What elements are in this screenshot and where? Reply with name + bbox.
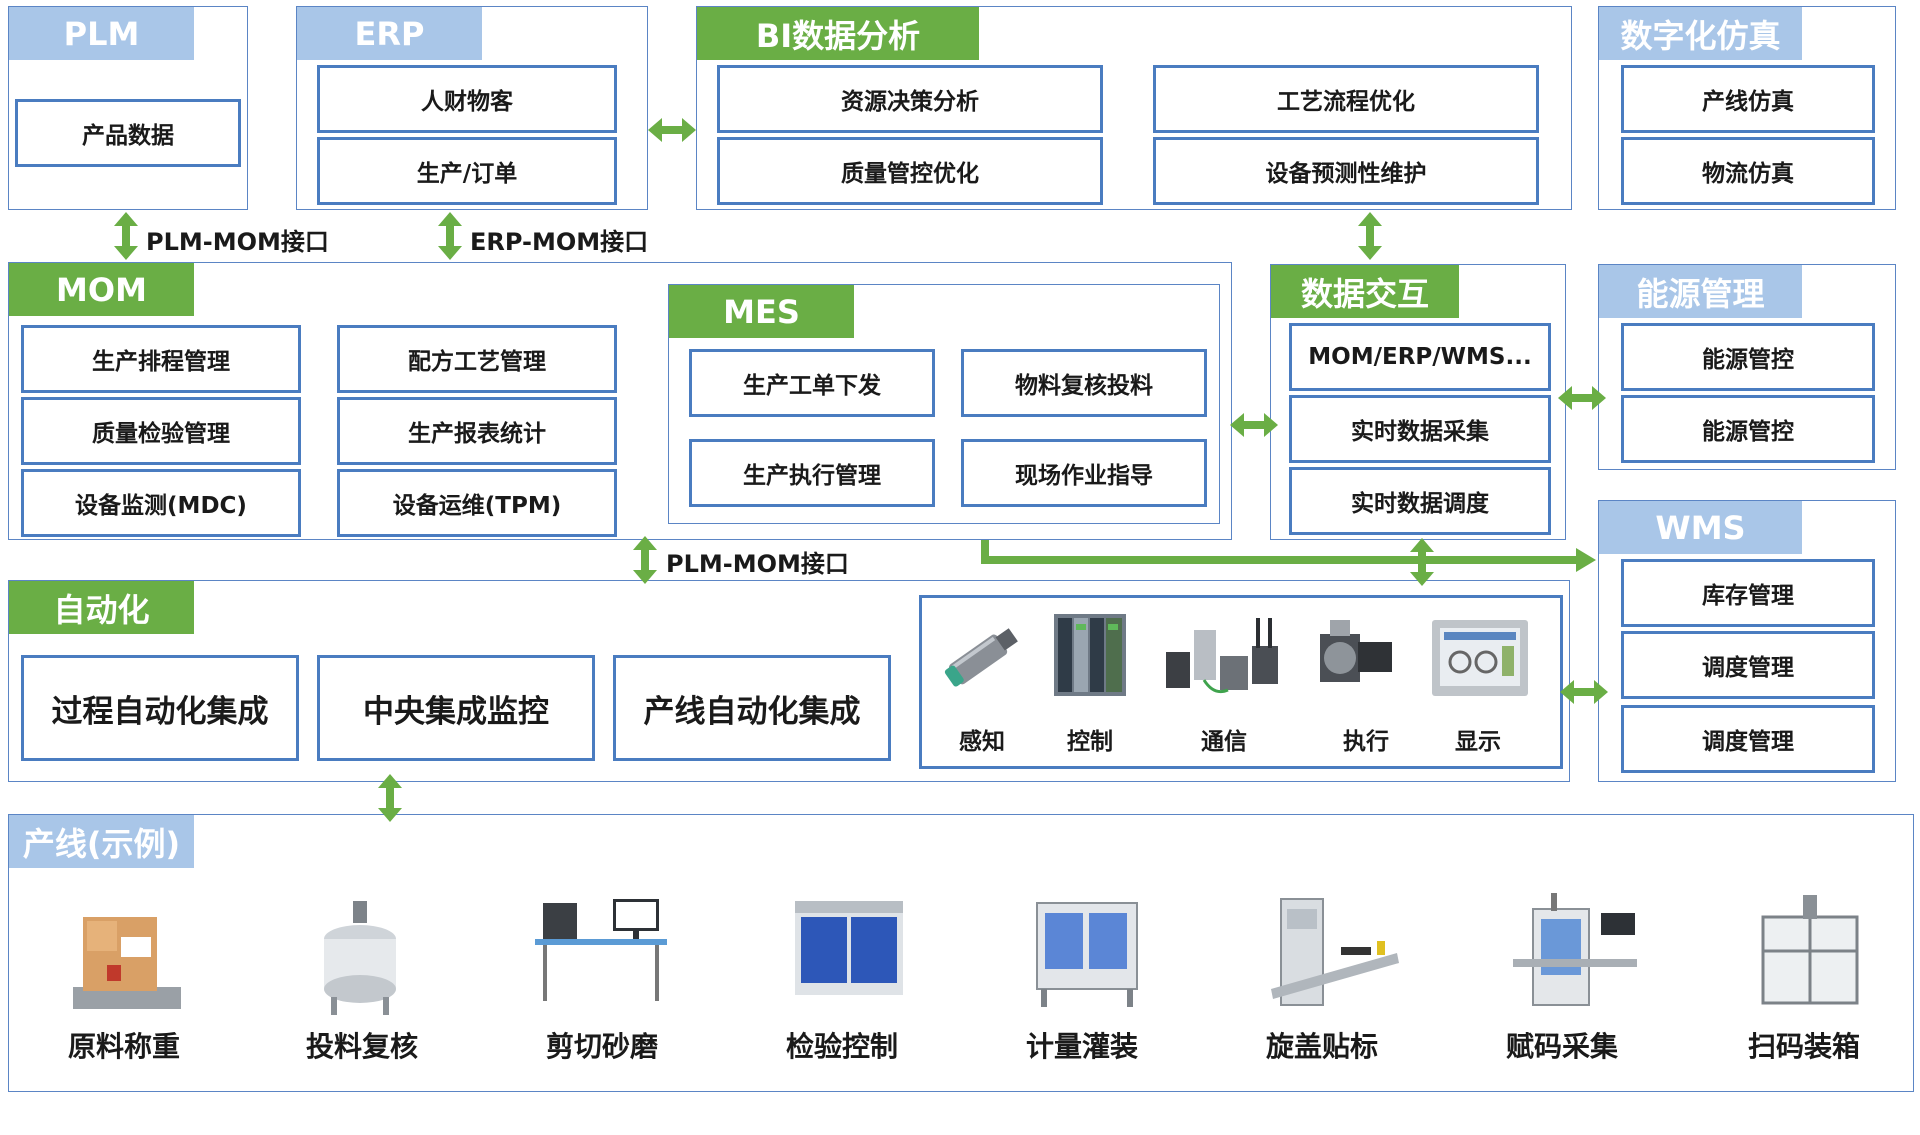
station-label-inspection: 检验控制 — [785, 1030, 898, 1063]
inspection-machine-icon — [795, 901, 903, 995]
exchange-energy-arrow — [1558, 386, 1606, 410]
erp-item-production-order[interactable]: 生产/订单 — [317, 137, 617, 205]
mom-automation-interface-label: PLM-MOM接口 — [666, 550, 849, 578]
bi-panel: BI数据分析 资源决策分析 工艺流程优化 质量管控优化 设备预测性维护 — [696, 6, 1572, 210]
network-switch-icon — [1166, 618, 1278, 694]
energy-item-control-1[interactable]: 能源管控 — [1621, 323, 1875, 391]
station-label-feeding: 投料复核 — [305, 1030, 418, 1063]
data-exchange-header: 数据交互 — [1271, 265, 1459, 318]
packing-machine-icon — [1761, 895, 1859, 1005]
erp-mom-interface-label: ERP-MOM接口 — [470, 228, 649, 256]
automation-header: 自动化 — [9, 581, 194, 634]
production-line-header: 产线(示例) — [9, 815, 194, 868]
mom-automation-arrow — [633, 536, 657, 584]
mes-exchange-arrow — [1230, 413, 1278, 437]
wms-item-scheduling-1[interactable]: 调度管理 — [1621, 631, 1875, 699]
erp-mom-arrow — [438, 212, 462, 260]
production-line-panel: 产线(示例) — [8, 814, 1914, 1092]
bi-header: BI数据分析 — [697, 7, 979, 60]
mes-item-work-guidance[interactable]: 现场作业指导 — [961, 439, 1207, 507]
station-label-packing: 扫码装箱 — [1747, 1030, 1860, 1063]
device-group: 感知 控制 通信 执行 显示 — [919, 595, 1563, 769]
plc-icon — [1054, 614, 1126, 696]
station-label-shearing: 剪切砂磨 — [545, 1030, 658, 1063]
device-label-sensing: 感知 — [959, 729, 1005, 755]
bi-exchange-arrow — [1358, 212, 1382, 260]
automation-line-arrow — [378, 774, 402, 822]
bi-item-quality-control[interactable]: 质量管控优化 — [717, 137, 1103, 205]
device-label-execution: 执行 — [1343, 729, 1389, 755]
simulation-panel: 数字化仿真 产线仿真 物流仿真 — [1598, 6, 1896, 210]
plm-header: PLM — [9, 7, 194, 60]
hmi-display-icon — [1432, 620, 1528, 696]
device-label-control: 控制 — [1067, 729, 1113, 755]
station-label-coding: 赋码采集 — [1505, 1030, 1618, 1063]
capping-labeling-icon — [1271, 898, 1399, 1006]
station-label-weighing: 原料称重 — [67, 1030, 180, 1063]
mes-header: MES — [669, 285, 854, 338]
exchange-item-systems[interactable]: MOM/ERP/WMS... — [1289, 323, 1551, 391]
mom-item-equipment-maintenance[interactable]: 设备运维(TPM) — [337, 469, 617, 537]
mom-header: MOM — [9, 263, 194, 316]
inspection-desk-icon — [535, 899, 667, 1001]
plm-mom-interface-label: PLM-MOM接口 — [146, 228, 329, 256]
wms-panel: WMS 库存管理 调度管理 调度管理 — [1598, 500, 1896, 782]
device-label-display: 显示 — [1455, 729, 1501, 755]
automation-item-line[interactable]: 产线自动化集成 — [613, 655, 891, 761]
station-label-filling: 计量灌装 — [1025, 1030, 1138, 1063]
sim-item-line-simulation[interactable]: 产线仿真 — [1621, 65, 1875, 133]
wms-header: WMS — [1599, 501, 1802, 554]
automation-item-central-monitoring[interactable]: 中央集成监控 — [317, 655, 595, 761]
sensor-icon — [944, 628, 1018, 687]
wms-item-scheduling-2[interactable]: 调度管理 — [1621, 705, 1875, 773]
automation-item-process[interactable]: 过程自动化集成 — [21, 655, 299, 761]
bi-item-process-optimization[interactable]: 工艺流程优化 — [1153, 65, 1539, 133]
mom-item-quality-inspection[interactable]: 质量检验管理 — [21, 397, 301, 465]
feeding-reactor-icon — [324, 901, 396, 1015]
energy-header: 能源管理 — [1599, 265, 1802, 318]
station-label-capping: 旋盖贴标 — [1265, 1030, 1378, 1063]
mom-item-equipment-monitoring[interactable]: 设备监测(MDC) — [21, 469, 301, 537]
exchange-item-realtime-collection[interactable]: 实时数据采集 — [1289, 395, 1551, 463]
erp-header: ERP — [297, 7, 482, 60]
mom-item-production-report[interactable]: 生产报表统计 — [337, 397, 617, 465]
data-exchange-panel: 数据交互 MOM/ERP/WMS... 实时数据采集 实时数据调度 — [1270, 264, 1566, 540]
mes-panel: MES 生产工单下发 物料复核投料 生产执行管理 现场作业指导 — [668, 284, 1220, 524]
mom-item-scheduling[interactable]: 生产排程管理 — [21, 325, 301, 393]
mom-item-recipe-process[interactable]: 配方工艺管理 — [337, 325, 617, 393]
energy-item-control-2[interactable]: 能源管控 — [1621, 395, 1875, 463]
coding-collection-icon — [1513, 893, 1637, 1006]
motor-icon — [1320, 620, 1392, 682]
mes-item-work-order[interactable]: 生产工单下发 — [689, 349, 935, 417]
erp-panel: ERP 人财物客 生产/订单 — [296, 6, 648, 210]
automation-wms-arrow — [1560, 680, 1608, 704]
erp-bi-arrow — [648, 118, 696, 142]
wms-item-inventory[interactable]: 库存管理 — [1621, 559, 1875, 627]
plm-mom-arrow — [114, 212, 138, 260]
bi-item-predictive-maintenance[interactable]: 设备预测性维护 — [1153, 137, 1539, 205]
weighing-station-icon — [73, 917, 181, 1009]
sim-item-logistics-simulation[interactable]: 物流仿真 — [1621, 137, 1875, 205]
plm-item-product-data[interactable]: 产品数据 — [15, 99, 241, 167]
mes-item-material-check[interactable]: 物料复核投料 — [961, 349, 1207, 417]
filling-machine-icon — [1036, 902, 1138, 1007]
mes-item-execution[interactable]: 生产执行管理 — [689, 439, 935, 507]
simulation-header: 数字化仿真 — [1599, 7, 1802, 60]
exchange-item-realtime-dispatch[interactable]: 实时数据调度 — [1289, 467, 1551, 535]
bi-item-resource-decision[interactable]: 资源决策分析 — [717, 65, 1103, 133]
erp-item-people-finance[interactable]: 人财物客 — [317, 65, 617, 133]
automation-panel: 自动化 过程自动化集成 中央集成监控 产线自动化集成 — [8, 580, 1570, 782]
device-label-communication: 通信 — [1201, 729, 1247, 755]
plm-panel: PLM 产品数据 — [8, 6, 248, 210]
energy-panel: 能源管理 能源管控 能源管控 — [1598, 264, 1896, 470]
